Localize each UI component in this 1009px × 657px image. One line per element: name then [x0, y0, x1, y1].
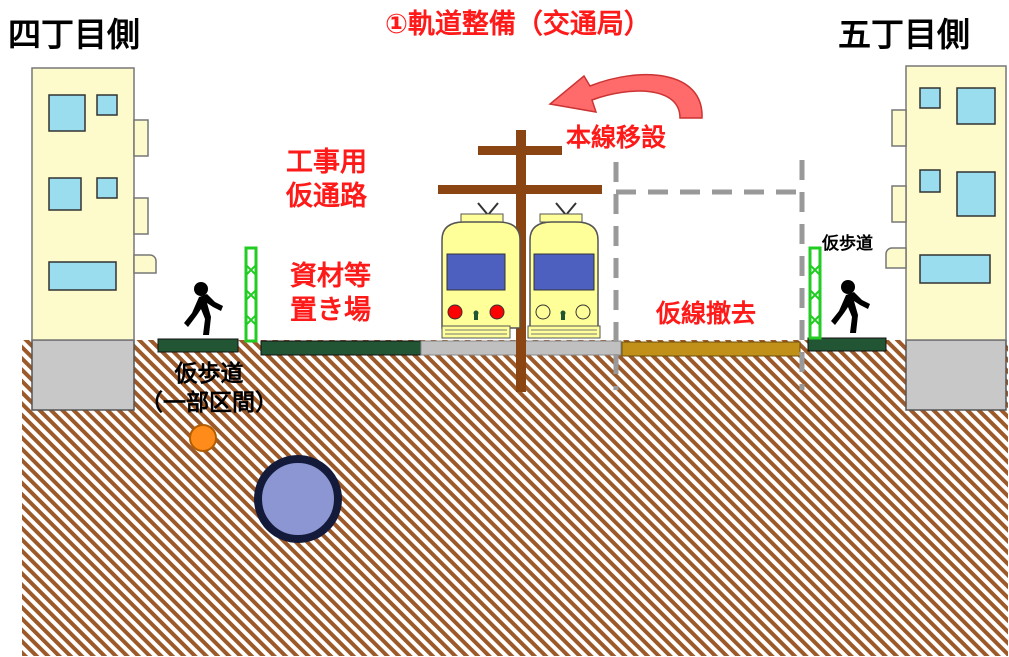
- temp-track-strip: [621, 341, 801, 357]
- page-title: ①軌道整備（交通局）: [385, 9, 651, 40]
- left-building: [31, 67, 157, 411]
- material-yard-label: 資材等 置き場: [290, 261, 371, 326]
- ground: [22, 340, 1008, 656]
- relocation-arrow-icon: [548, 73, 703, 119]
- temp-line-outline: [613, 160, 805, 390]
- right-side-label: 五丁目側: [838, 15, 970, 54]
- pedestrian-left-icon: [184, 282, 223, 335]
- construction-road-label: 工事用 仮通路: [286, 147, 367, 212]
- main-line-relocation-label: 本線移設: [566, 123, 667, 152]
- green-fence-right: [808, 246, 822, 340]
- temp-walkway-right-surface: [807, 337, 887, 352]
- temp-walkway-right-label: 仮歩道: [822, 234, 873, 254]
- tram-left: [441, 202, 521, 339]
- temp-line-removal-label: 仮線撤去: [656, 299, 757, 328]
- construction-road-surface: [260, 340, 422, 356]
- utility-pole: [438, 130, 602, 392]
- orange-pipe: [189, 424, 217, 452]
- green-fence-left: [244, 246, 258, 343]
- temp-walkway-left-surface: [157, 338, 239, 353]
- temp-walkway-left-label: 仮歩道 （一部区間）: [140, 361, 278, 416]
- large-pipe: [254, 455, 342, 543]
- left-side-label: 四丁目側: [8, 15, 140, 54]
- tram-right: [527, 202, 601, 339]
- right-building: [885, 65, 1007, 411]
- pedestrian-right-icon: [831, 280, 870, 333]
